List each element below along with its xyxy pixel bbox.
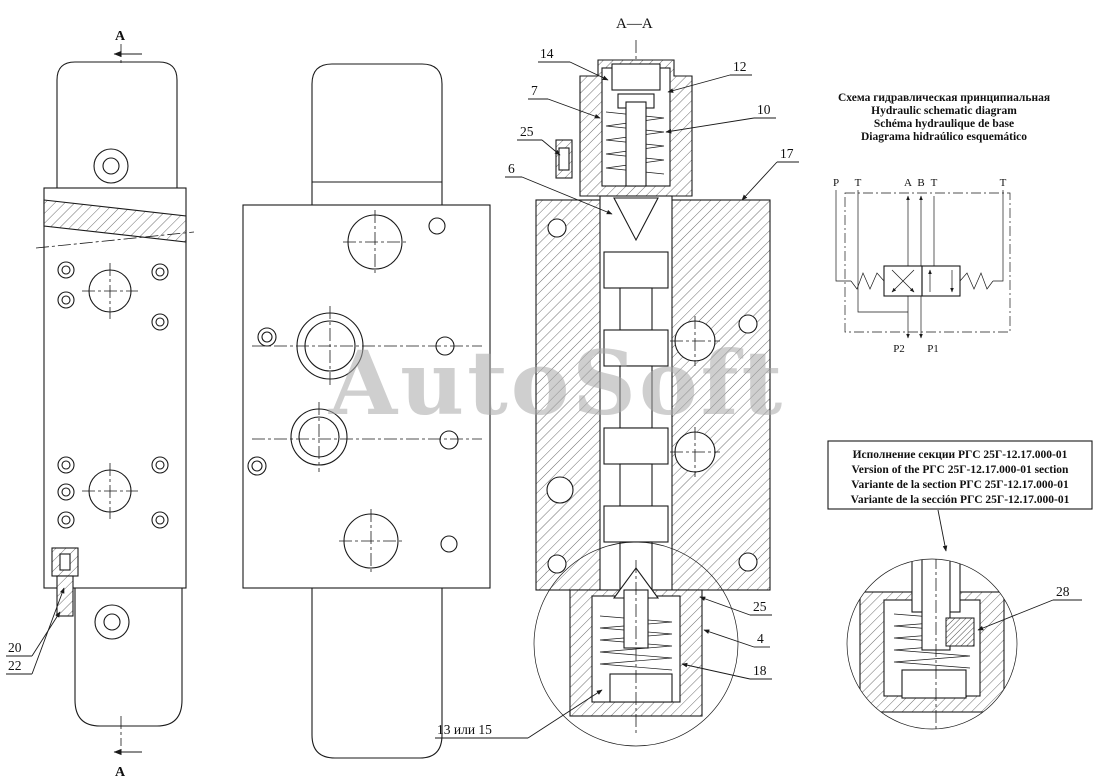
callout-14: 14: [538, 46, 609, 81]
callout-7: 7: [528, 83, 601, 119]
callout-12-label: 12: [733, 59, 747, 74]
version-note-fr: Variante de la section РГС 25Г-12.17.000…: [851, 479, 1069, 491]
watermark-text: AutoSoft: [328, 331, 785, 435]
callout-6: 6: [505, 161, 613, 215]
callout-14-label: 14: [540, 46, 554, 61]
callout-6-label: 6: [508, 161, 515, 176]
side-fitting: [51, 547, 79, 617]
callout-22-label: 22: [8, 658, 22, 673]
version-note-es: Variante de la sección РГС 25Г-12.17.000…: [851, 494, 1070, 506]
callout-20: 20: [6, 611, 61, 657]
section-top-bonnet: [555, 59, 693, 197]
front-view-top-cap: [311, 63, 443, 205]
section-main-body: [535, 195, 771, 591]
side-view-bottom-cap: [74, 588, 183, 727]
schematic-title-ru: Схема гидравлическая принципиальная: [838, 92, 1050, 104]
front-view-ports: [247, 210, 482, 573]
side-view-top-cap: [56, 61, 178, 188]
schematic-title-es: Diagrama hidraúlico esquemático: [861, 131, 1027, 143]
callout-22: 22: [6, 587, 65, 675]
section-bottom-assembly: [569, 560, 703, 735]
callout-20-label: 20: [8, 640, 22, 655]
version-note-leader: [937, 509, 948, 552]
version-note-en: Version of the РГС 25Г-12.17.000-01 sect…: [852, 464, 1069, 476]
port-p2-label: P2: [893, 343, 905, 355]
port-t-right-label: T: [1000, 177, 1007, 189]
schematic-title-fr: Schéma hydraulique de base: [874, 118, 1014, 130]
schematic-title-en: Hydraulic schematic diagram: [871, 105, 1017, 117]
callout-4: 4: [703, 629, 770, 648]
port-p1-label: P1: [927, 343, 939, 355]
callout-13-or-15-label: 13 или 15: [437, 722, 492, 737]
front-view-bottom-cap: [311, 588, 443, 759]
schematic-enclosure: [844, 192, 1011, 333]
callout-25-bottom-label: 25: [753, 599, 767, 614]
callout-18: 18: [681, 662, 772, 680]
port-t-left-label: T: [855, 177, 862, 189]
callout-12: 12: [667, 59, 752, 93]
spring-left: [850, 272, 885, 290]
callout-28-label: 28: [1056, 584, 1070, 599]
section-mark-bottom-label: A: [115, 765, 126, 780]
callout-10-label: 10: [757, 102, 771, 117]
port-a-label: A: [904, 177, 912, 189]
callout-10: 10: [665, 102, 776, 134]
port-p-label: P: [833, 177, 839, 189]
version-note-ru: Исполнение секции РГС 25Г-12.17.000-01: [853, 449, 1068, 461]
side-view: A A: [6, 29, 195, 780]
valve-symbol: [850, 265, 994, 297]
callout-25-top: 25: [517, 124, 561, 156]
section-mark-top-label: A: [115, 29, 126, 44]
callout-17-label: 17: [780, 146, 794, 161]
detail-view: 28: [846, 558, 1082, 730]
callout-4-label: 4: [757, 631, 764, 646]
version-note-box: Исполнение секции РГС 25Г-12.17.000-01 V…: [827, 440, 1093, 552]
port-t-mid-label: T: [931, 177, 938, 189]
side-view-body: [35, 187, 195, 589]
callout-13-or-15: 13 или 15: [435, 689, 603, 739]
port-b-label: B: [917, 177, 924, 189]
front-view-body: [242, 204, 491, 589]
schematic-port-lines: [835, 190, 1004, 339]
detail-zone-circle: [533, 541, 739, 747]
callout-7-label: 7: [531, 83, 538, 98]
hydraulic-schematic: Схема гидравлическая принципиальная Hydr…: [833, 92, 1050, 355]
callout-18-label: 18: [753, 663, 767, 678]
callout-17: 17: [741, 146, 799, 201]
front-view: [242, 63, 491, 759]
detail-view-circle: [846, 558, 1018, 730]
section-view: А—А: [435, 16, 799, 747]
callout-25-bottom: 25: [699, 596, 772, 616]
section-view-title: А—А: [616, 16, 653, 32]
spring-right: [959, 272, 994, 290]
detail-view-content: [859, 559, 1005, 729]
callout-25-top-label: 25: [520, 124, 534, 139]
callout-28: 28: [977, 584, 1082, 631]
